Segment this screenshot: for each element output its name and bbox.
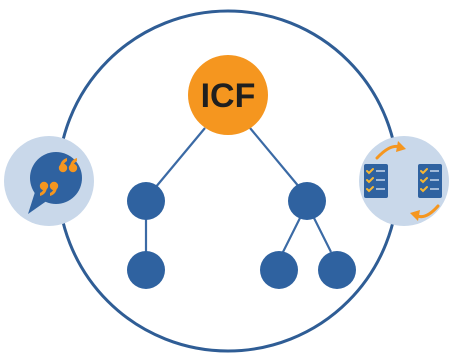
speech-bubble-quote-icon	[28, 152, 82, 214]
edge-root-right	[249, 127, 301, 189]
left-badge	[4, 136, 94, 226]
edge-right-child-b	[313, 217, 332, 253]
node-level2-right-a	[260, 251, 298, 289]
edge-right-child-a	[282, 217, 301, 253]
node-level2-left	[127, 251, 165, 289]
root-label: ICF	[201, 77, 256, 115]
edge-root-left	[154, 127, 206, 189]
root-node: ICF	[188, 55, 268, 135]
node-level1-right	[288, 182, 326, 220]
tree-nodes	[127, 182, 356, 289]
node-level2-right-b	[318, 251, 356, 289]
right-badge-circle	[359, 136, 449, 226]
root-circle	[188, 55, 268, 135]
tree-edges	[144, 127, 332, 253]
checklist-exchange-icon	[364, 141, 442, 221]
right-badge	[359, 136, 449, 226]
node-level1-left	[127, 182, 165, 220]
